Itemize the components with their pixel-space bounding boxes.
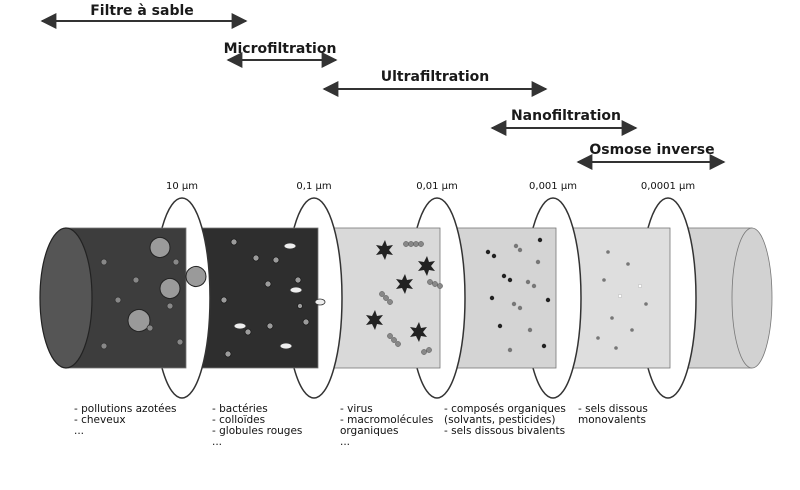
pore-size-label: 0,001 µm — [529, 181, 577, 192]
pacman-particle — [127, 237, 207, 332]
retained-item: - composés organiques — [444, 403, 566, 415]
macromolecule-chains — [379, 241, 443, 355]
pore-size-label: 0,1 µm — [296, 181, 331, 192]
retained-list-reverse-osmosis: - sels dissous monovalents — [578, 404, 648, 426]
retained-item: - bactéries — [212, 403, 268, 415]
retained-item: - pollutions azotées — [74, 403, 177, 415]
range-arrow-microfiltration: Microfiltration — [224, 41, 338, 68]
retained-item: ... — [74, 425, 85, 437]
organic-compound-dots — [485, 237, 551, 353]
retained-item: (solvants, pesticides) — [444, 414, 556, 426]
range-label-microfiltration: Microfiltration — [224, 41, 337, 57]
salt-dots — [596, 250, 648, 350]
range-label-nanofiltration: Nanofiltration — [511, 108, 621, 124]
retained-item: - cheveux — [74, 414, 126, 426]
retained-item: organiques — [340, 425, 399, 437]
particles — [100, 237, 648, 358]
pore-size-label: 10 µm — [166, 181, 198, 192]
retained-item: - sels dissous bivalents — [444, 425, 566, 437]
range-label-ultrafiltration: Ultrafiltration — [381, 69, 490, 85]
retained-list-nanofiltration: - composés organiques (solvants, pestici… — [444, 404, 566, 437]
retained-item: monovalents — [578, 414, 646, 426]
range-arrow-reverse-osmosis: Osmose inverse — [576, 142, 726, 170]
range-label-reverse-osmosis: Osmose inverse — [589, 142, 714, 158]
range-label-sand-filter: Filtre à sable — [90, 3, 194, 19]
cylinder-end — [731, 227, 773, 369]
range-arrow-ultrafiltration: Ultrafiltration — [322, 69, 548, 97]
retained-item: - virus — [340, 403, 373, 415]
retained-item: ... — [212, 436, 223, 448]
virus-stars — [366, 240, 435, 342]
range-arrow-sand-filter: Filtre à sable — [40, 3, 248, 29]
small-spores — [100, 258, 184, 350]
cylinder-front-cap — [39, 227, 93, 369]
bacteria-rods — [233, 242, 326, 350]
retained-item: - colloïdes — [212, 414, 266, 426]
pore-size-label: 0,01 µm — [416, 181, 458, 192]
retained-list-sand-filter: - pollutions azotées - cheveux ... — [74, 404, 177, 437]
retained-list-ultrafiltration: - virus - macromolécules organiques ... — [340, 404, 433, 448]
retained-item: - macromolécules — [340, 414, 434, 426]
retained-item: - globules rouges — [212, 425, 303, 437]
filter-cylinder — [39, 197, 773, 399]
pore-size-label: 0,0001 µm — [641, 181, 695, 192]
retained-item: ... — [340, 436, 351, 448]
range-arrow-nanofiltration: Nanofiltration — [490, 108, 638, 136]
retained-item: - sels dissous — [578, 403, 648, 415]
bacteria-dots — [220, 238, 310, 358]
retained-list-microfiltration: - bactéries - colloïdes - globules rouge… — [212, 404, 302, 448]
